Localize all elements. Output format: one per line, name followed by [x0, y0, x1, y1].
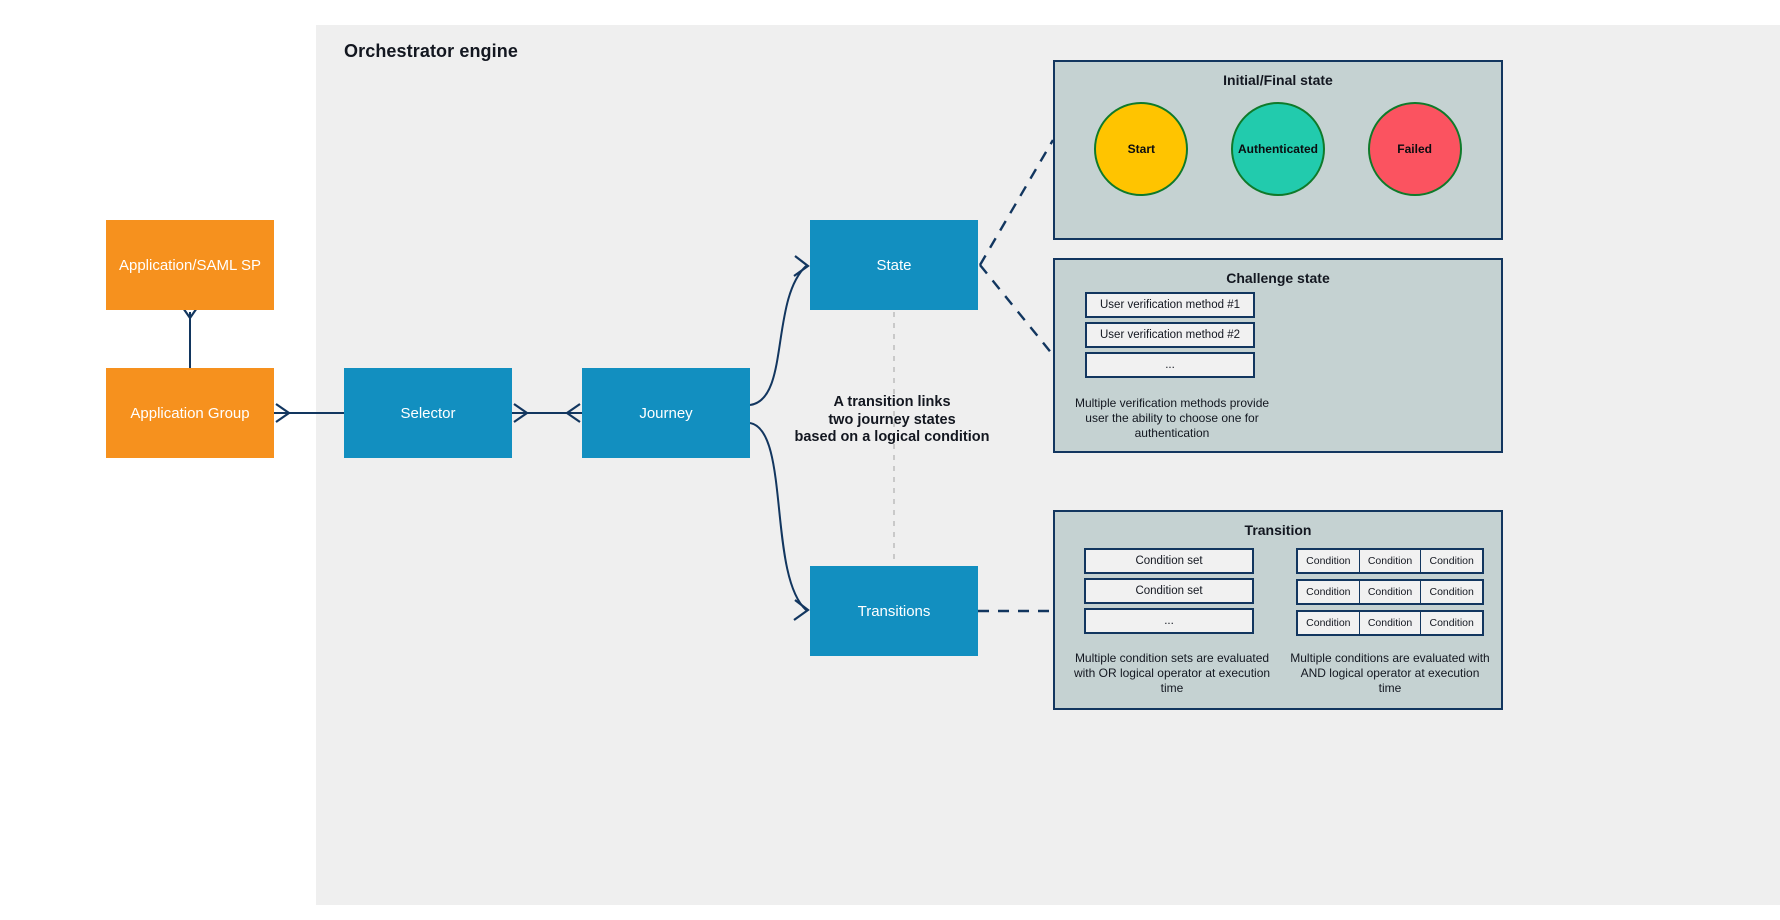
- condition-grid: Condition Condition Condition Condition …: [1296, 548, 1484, 641]
- condition-set-caption: Multiple condition sets are evaluated wi…: [1073, 651, 1271, 695]
- panel-title: Transition: [1244, 522, 1312, 538]
- conditions-caption: Multiple conditions are evaluated with A…: [1290, 651, 1490, 695]
- panel-title: Challenge state: [1226, 270, 1330, 286]
- challenge-caption: Multiple verification methods provide us…: [1074, 396, 1270, 440]
- condition-cell[interactable]: Condition: [1429, 586, 1474, 598]
- condition-cell[interactable]: Condition: [1298, 612, 1360, 634]
- node-transitions[interactable]: Transitions: [810, 566, 978, 656]
- list-item[interactable]: Condition set: [1084, 548, 1254, 574]
- orchestrator-engine-panel: [316, 25, 1780, 905]
- list-item[interactable]: User verification method #1: [1085, 292, 1255, 318]
- condition-set-list: Condition set Condition set ...: [1084, 548, 1254, 638]
- node-label: Transitions: [857, 602, 931, 620]
- list-item[interactable]: ...: [1084, 608, 1254, 634]
- node-application-group[interactable]: Application Group: [106, 368, 274, 458]
- node-journey[interactable]: Journey: [582, 368, 750, 458]
- node-label: Application/SAML SP: [118, 256, 262, 274]
- state-circle-authenticated[interactable]: Authenticated: [1230, 102, 1325, 196]
- node-label: State: [876, 256, 912, 274]
- verification-method-list: User verification method #1 User verific…: [1085, 292, 1255, 382]
- condition-cell[interactable]: Condition: [1360, 550, 1422, 572]
- state-circle-failed[interactable]: Failed: [1367, 102, 1462, 196]
- table-row: Condition Condition Condition: [1296, 579, 1484, 605]
- transition-annotation: A transition links two journey states ba…: [772, 394, 1012, 447]
- list-item[interactable]: Condition set: [1084, 578, 1254, 604]
- wire-appgroup-to-samlsp: [180, 304, 200, 368]
- list-item[interactable]: User verification method #2: [1085, 322, 1255, 348]
- condition-cell[interactable]: Condition: [1429, 555, 1474, 567]
- condition-cell[interactable]: Condition: [1429, 617, 1474, 629]
- state-circle-label: Failed: [1397, 142, 1432, 156]
- condition-cell[interactable]: Condition: [1360, 612, 1422, 634]
- table-row: Condition Condition Condition: [1296, 610, 1484, 636]
- node-state[interactable]: State: [810, 220, 978, 310]
- annotation-line-3: based on a logical condition: [794, 429, 990, 446]
- node-application-saml-sp[interactable]: Application/SAML SP: [106, 220, 274, 310]
- annotation-line-1: A transition links: [833, 394, 951, 410]
- condition-cell[interactable]: Condition: [1298, 550, 1360, 572]
- page-title: Orchestrator engine: [344, 41, 518, 61]
- condition-cell[interactable]: Condition: [1298, 581, 1360, 603]
- node-label: Application Group: [130, 404, 250, 422]
- state-circle-start[interactable]: Start: [1094, 102, 1189, 196]
- panel-initial-final-state: Initial/Final state Start Authenticated …: [1053, 60, 1503, 240]
- state-circle-row: Start Authenticated Failed: [1055, 102, 1501, 196]
- annotation-line-2: two journey states: [828, 411, 956, 428]
- condition-cell[interactable]: Condition: [1360, 581, 1422, 603]
- node-label: Journey: [639, 404, 693, 422]
- table-row: Condition Condition Condition: [1296, 548, 1484, 574]
- node-selector[interactable]: Selector: [344, 368, 512, 458]
- list-item[interactable]: ...: [1085, 352, 1255, 378]
- node-label: Selector: [400, 404, 456, 422]
- state-circle-label: Start: [1127, 142, 1155, 156]
- state-circle-label: Authenticated: [1237, 142, 1318, 156]
- panel-title: Initial/Final state: [1223, 72, 1333, 88]
